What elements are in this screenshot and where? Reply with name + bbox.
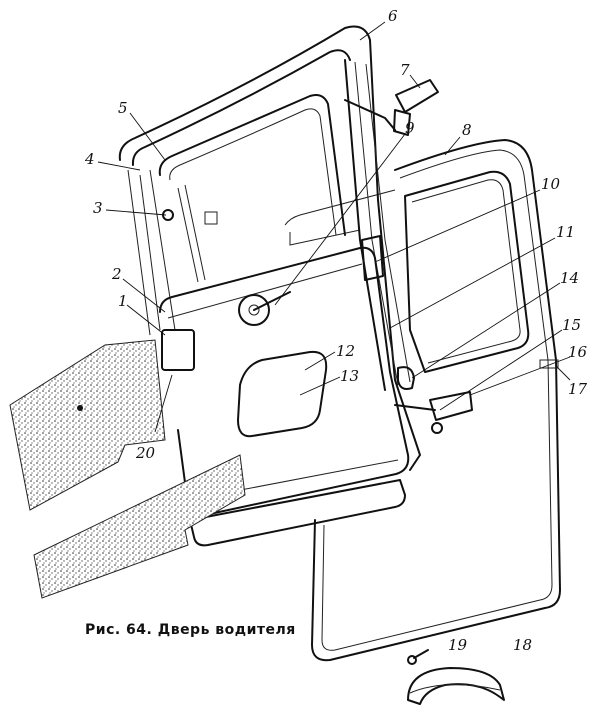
callout-20: 20 xyxy=(135,444,156,462)
callout-17: 17 xyxy=(568,380,588,398)
callout-2: 2 xyxy=(111,265,122,283)
inner-trim-panel xyxy=(159,235,415,547)
figure-caption: Рис. 64. Дверь водителя xyxy=(85,622,296,638)
callout-18: 18 xyxy=(513,636,532,654)
callout-6: 6 xyxy=(388,7,398,25)
callout-5: 5 xyxy=(118,99,128,117)
callout-11: 11 xyxy=(556,223,575,241)
inner-door-frame xyxy=(118,25,421,471)
leader-lines xyxy=(97,21,571,433)
callout-3: 3 xyxy=(93,199,103,217)
upholstery-sheets xyxy=(9,339,246,599)
callout-8: 8 xyxy=(462,121,472,139)
callout-13: 13 xyxy=(340,367,359,385)
upper-hinge xyxy=(344,79,439,136)
callout-10: 10 xyxy=(541,175,561,193)
outer-door-panel xyxy=(284,139,561,662)
callout-9: 9 xyxy=(405,119,415,137)
callout-12: 12 xyxy=(336,342,355,360)
callout-4: 4 xyxy=(84,150,95,168)
callout-19: 19 xyxy=(448,636,468,654)
callout-15: 15 xyxy=(562,316,581,334)
callout-numbers: 1 2 3 4 5 6 7 8 9 10 11 12 13 14 15 16 1… xyxy=(84,7,588,654)
callout-14: 14 xyxy=(560,269,579,287)
lower-hinge xyxy=(394,391,473,434)
callout-1: 1 xyxy=(118,292,128,310)
armrest-bracket xyxy=(407,667,505,705)
callout-16: 16 xyxy=(568,343,588,361)
callout-7: 7 xyxy=(400,61,410,79)
screw xyxy=(407,649,429,665)
